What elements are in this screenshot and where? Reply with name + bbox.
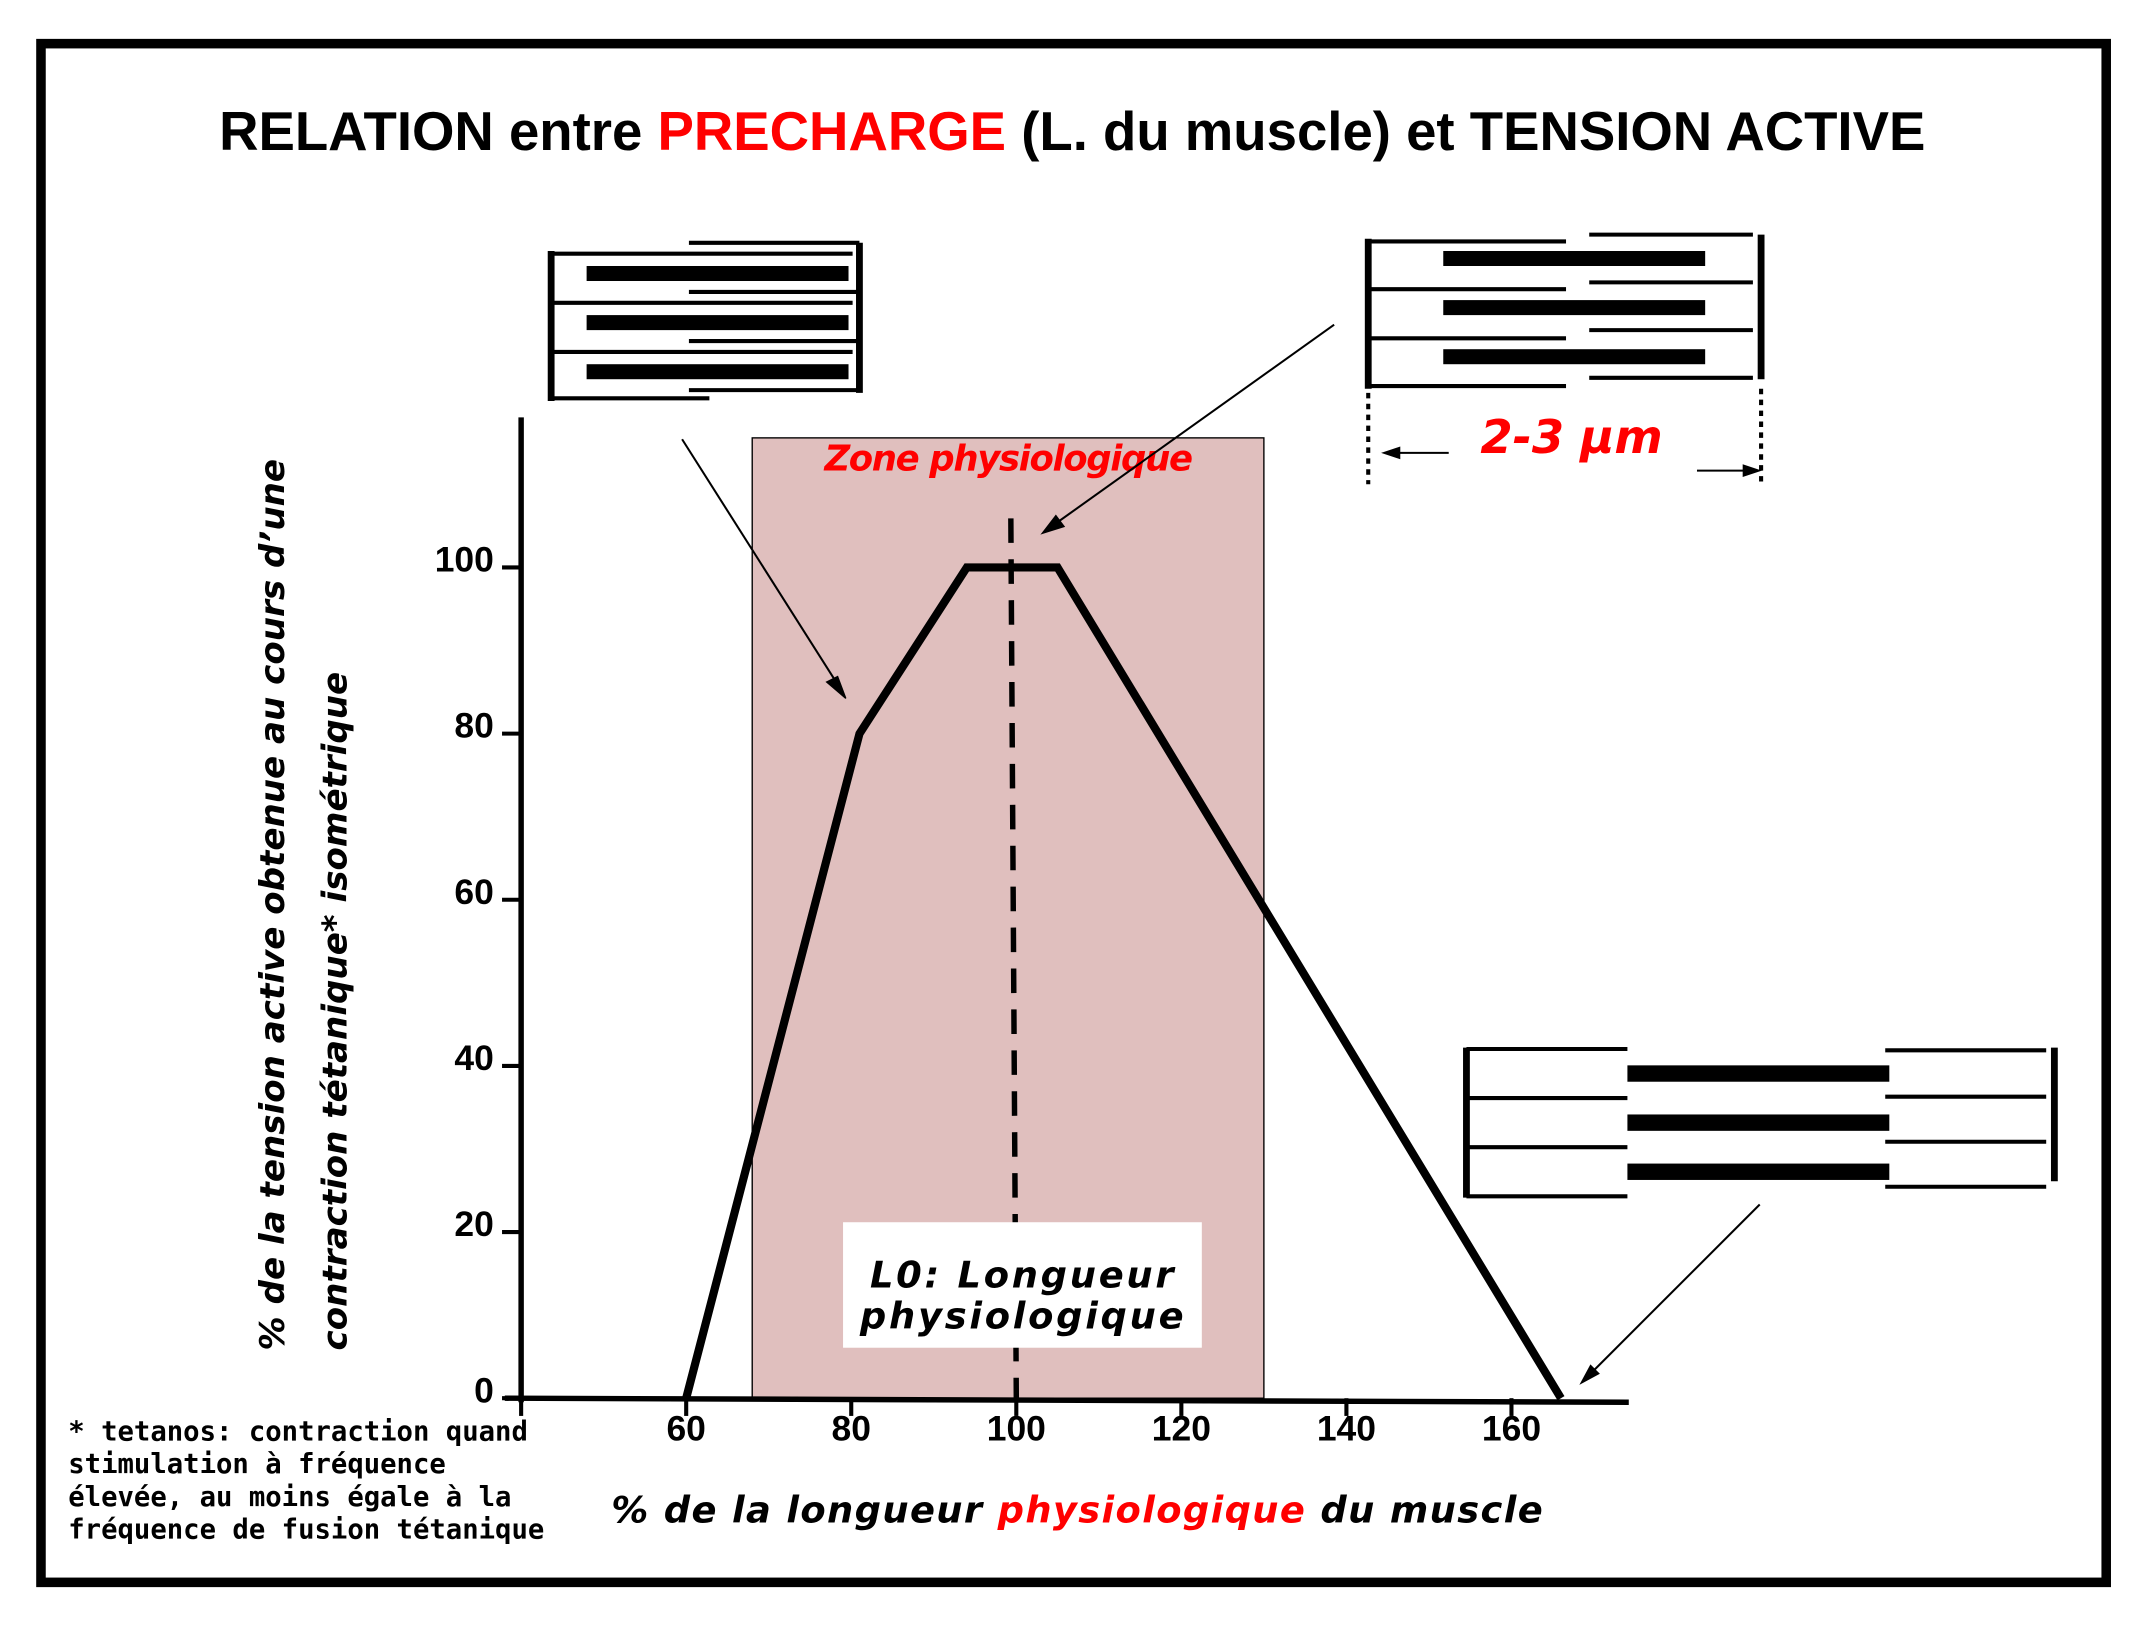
svg-text:contraction tétanique* isométr: contraction tétanique* isométrique bbox=[316, 672, 356, 1351]
sarcomere-length-label: 2-3 µm bbox=[1480, 410, 1662, 464]
svg-text:élevée, au moins égale à la: élevée, au moins égale à la bbox=[68, 1482, 511, 1513]
x-tick-label: 60 bbox=[666, 1408, 705, 1448]
x-tick-label: 160 bbox=[1482, 1408, 1541, 1448]
y-tick-label: 40 bbox=[454, 1038, 493, 1078]
svg-text:stimulation à fréquence: stimulation à fréquence bbox=[68, 1449, 446, 1480]
y-tick-label: 0 bbox=[474, 1370, 494, 1410]
x-tick-label: 120 bbox=[1152, 1408, 1211, 1448]
svg-text:fréquence de fusion tétanique: fréquence de fusion tétanique bbox=[68, 1515, 544, 1546]
x-tick-label: 140 bbox=[1317, 1408, 1376, 1448]
svg-text:* tetanos: contraction quand: * tetanos: contraction quand bbox=[68, 1416, 528, 1447]
sarcomere-stretched-icon bbox=[1463, 1046, 2058, 1385]
frame-border bbox=[36, 38, 2111, 1588]
y-tick-label: 80 bbox=[454, 706, 493, 746]
sarcomere-contracted-icon bbox=[547, 240, 863, 699]
y-tick-label: 60 bbox=[454, 872, 493, 912]
sarcomere-optimal-icon bbox=[1040, 232, 1765, 535]
x-axis-label: % de la longueur physiologique du muscle bbox=[611, 1488, 1544, 1531]
x-tick-label: 100 bbox=[987, 1408, 1046, 1448]
l0-reference-line bbox=[1008, 518, 1020, 1399]
footnote: * tetanos: contraction quand stimulation… bbox=[68, 1416, 544, 1545]
y-tick-label: 100 bbox=[435, 540, 494, 580]
svg-text:% de la tension active obtenu: % de la tension active obtenue au cours … bbox=[253, 459, 293, 1350]
y-tick-label: 20 bbox=[454, 1204, 493, 1244]
x-axis bbox=[504, 1395, 1629, 1406]
l0-label-line1: L0: Longueur bbox=[870, 1254, 1176, 1297]
l0-label-line2: physiologique bbox=[859, 1295, 1186, 1338]
l0-label-box bbox=[843, 1222, 1202, 1348]
x-tick-label: 80 bbox=[832, 1408, 871, 1448]
title: RELATION entre PRECHARGE (L. du muscle) … bbox=[219, 101, 1925, 162]
zone-label: Zone physiologique bbox=[823, 439, 1191, 480]
y-axis-label: % de la tension active obtenue au cours … bbox=[253, 459, 356, 1350]
